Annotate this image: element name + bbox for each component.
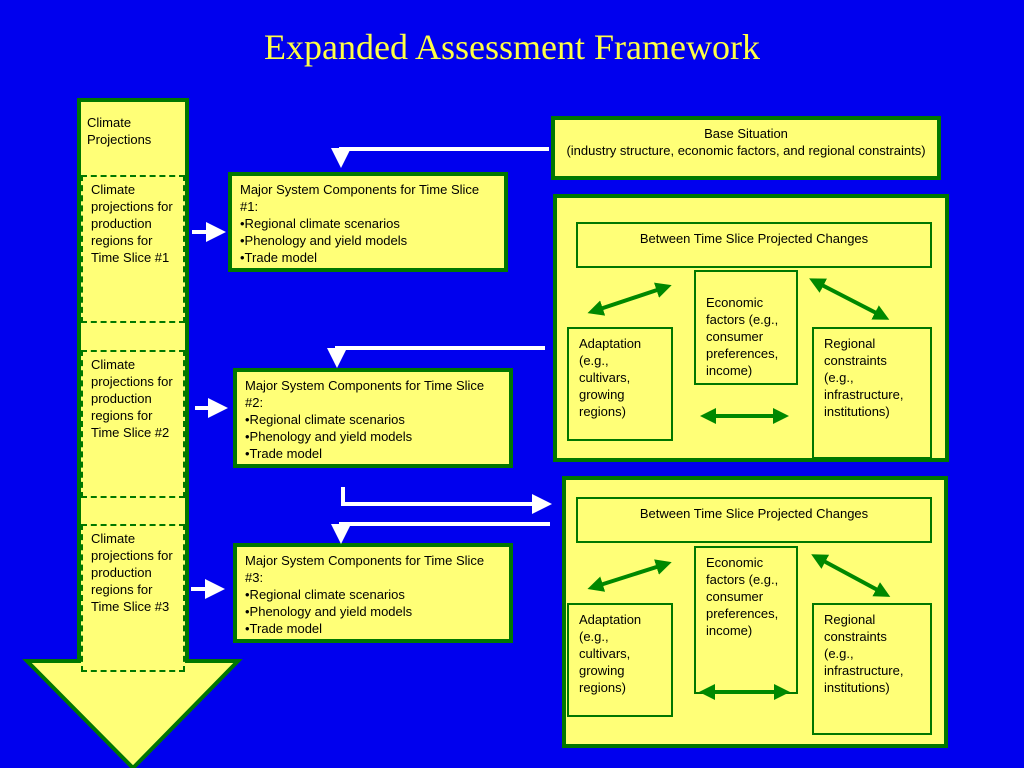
double-arrow-adaptation-economic-2 (587, 559, 672, 592)
climate-slice-3-label: Climate projections for production regio… (91, 531, 173, 614)
components-2-heading: Major System Components for Time Slice #… (245, 378, 485, 410)
change-panel-2-header-label: Between Time Slice Projected Changes (639, 506, 869, 521)
double-arrow-adaptation-economic-1 (587, 282, 672, 316)
change-panel-1-header-label: Between Time Slice Projected Changes (639, 231, 869, 246)
change-panel-2-adaptation: Adaptation (e.g., cultivars, growing reg… (567, 603, 673, 717)
economic-factors-label: Economic factors (e.g., consumer prefere… (706, 555, 779, 638)
components-3-heading: Major System Components for Time Slice #… (245, 553, 485, 585)
components-3-item: •Trade model (245, 621, 323, 636)
components-3-item: •Regional climate scenarios (245, 587, 405, 602)
regional-constraints-label: Regional constraints (e.g., infrastructu… (824, 336, 904, 419)
arrow-changes-to-slice-3 (331, 522, 550, 544)
arrow-slice-2-to-changes (341, 487, 552, 514)
base-situation-box: Base Situation (industry structure, econ… (551, 116, 941, 180)
components-box-1: Major System Components for Time Slice #… (228, 172, 508, 272)
components-2-item: •Regional climate scenarios (245, 412, 405, 427)
climate-slice-2: Climate projections for production regio… (81, 350, 185, 498)
components-box-2: Major System Components for Time Slice #… (233, 368, 513, 468)
components-1-item: •Regional climate scenarios (240, 216, 400, 231)
change-panel-1-header: Between Time Slice Projected Changes (576, 222, 932, 268)
components-2-item: •Trade model (245, 446, 323, 461)
slide-title: Expanded Assessment Framework (264, 27, 760, 67)
climate-slice-3: Climate projections for production regio… (81, 524, 185, 672)
climate-projections-header: Climate Projections (81, 104, 185, 174)
components-3-item: •Phenology and yield models (245, 604, 413, 619)
regional-constraints-label: Regional constraints (e.g., infrastructu… (824, 612, 904, 695)
climate-projections-label: Climate Projections (87, 115, 152, 147)
base-situation-detail: (industry structure, economic factors, a… (566, 143, 926, 158)
components-box-3: Major System Components for Time Slice #… (233, 543, 513, 643)
adaptation-label: Adaptation (e.g., cultivars, growing reg… (579, 336, 642, 419)
components-2-item: •Phenology and yield models (245, 429, 413, 444)
economic-factors-label: Economic factors (e.g., consumer prefere… (706, 295, 779, 378)
arrow-base-to-slice-1 (331, 147, 549, 168)
components-1-heading: Major System Components for Time Slice #… (240, 182, 480, 214)
climate-slice-2-label: Climate projections for production regio… (91, 357, 173, 440)
double-arrow-economic-regional-1 (809, 278, 890, 320)
adaptation-label: Adaptation (e.g., cultivars, growing reg… (579, 612, 642, 695)
climate-slice-1: Climate projections for production regio… (81, 175, 185, 323)
base-situation-title: Base Situation (704, 126, 788, 141)
change-panel-1-economic: Economic factors (e.g., consumer prefere… (694, 270, 798, 385)
change-panel-2-regional: Regional constraints (e.g., infrastructu… (812, 603, 932, 735)
climate-slice-1-label: Climate projections for production regio… (91, 182, 173, 265)
change-panel-1-adaptation: Adaptation (e.g., cultivars, growing reg… (567, 327, 673, 441)
change-panel-2-header: Between Time Slice Projected Changes (576, 497, 932, 543)
arrow-changes-to-slice-2 (327, 346, 545, 368)
components-1-item: •Trade model (240, 250, 318, 265)
double-arrow-economic-regional-2 (811, 554, 891, 597)
change-panel-2-economic: Economic factors (e.g., consumer prefere… (694, 546, 798, 694)
change-panel-1-regional: Regional constraints (e.g., infrastructu… (812, 327, 932, 459)
components-1-item: •Phenology and yield models (240, 233, 408, 248)
